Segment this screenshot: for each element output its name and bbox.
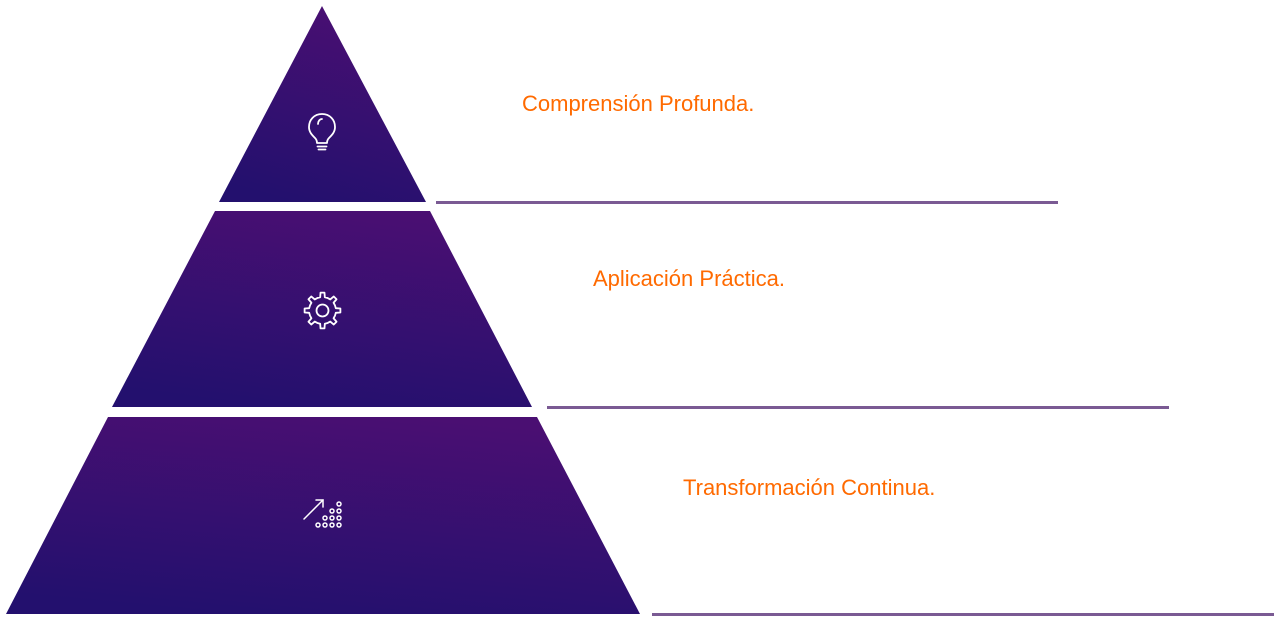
growth-dot (322, 522, 328, 528)
growth-dot (322, 515, 328, 521)
pyramid-tier-2 (112, 211, 532, 407)
growth-chart-icon (303, 499, 342, 528)
tier-1-divider-line (436, 201, 1058, 204)
lightbulb-icon (308, 113, 336, 151)
pyramid-tier-1 (219, 6, 426, 202)
growth-dot (329, 515, 335, 521)
tier-2-divider-line (547, 406, 1169, 409)
tier-3-label: Transformación Continua. (683, 475, 936, 500)
tier-3-divider-line (652, 613, 1274, 616)
gear-icon (303, 291, 342, 330)
growth-dot (336, 515, 342, 521)
growth-dot (329, 522, 335, 528)
tier-1-label: Comprensión Profunda. (522, 91, 755, 116)
growth-dot (336, 501, 342, 507)
tier-2-label: Aplicación Práctica. (593, 266, 785, 291)
growth-dot (329, 508, 335, 514)
pyramid-tier-3 (6, 417, 640, 614)
growth-dot (315, 522, 321, 528)
growth-dot (336, 522, 342, 528)
growth-dot (336, 508, 342, 514)
